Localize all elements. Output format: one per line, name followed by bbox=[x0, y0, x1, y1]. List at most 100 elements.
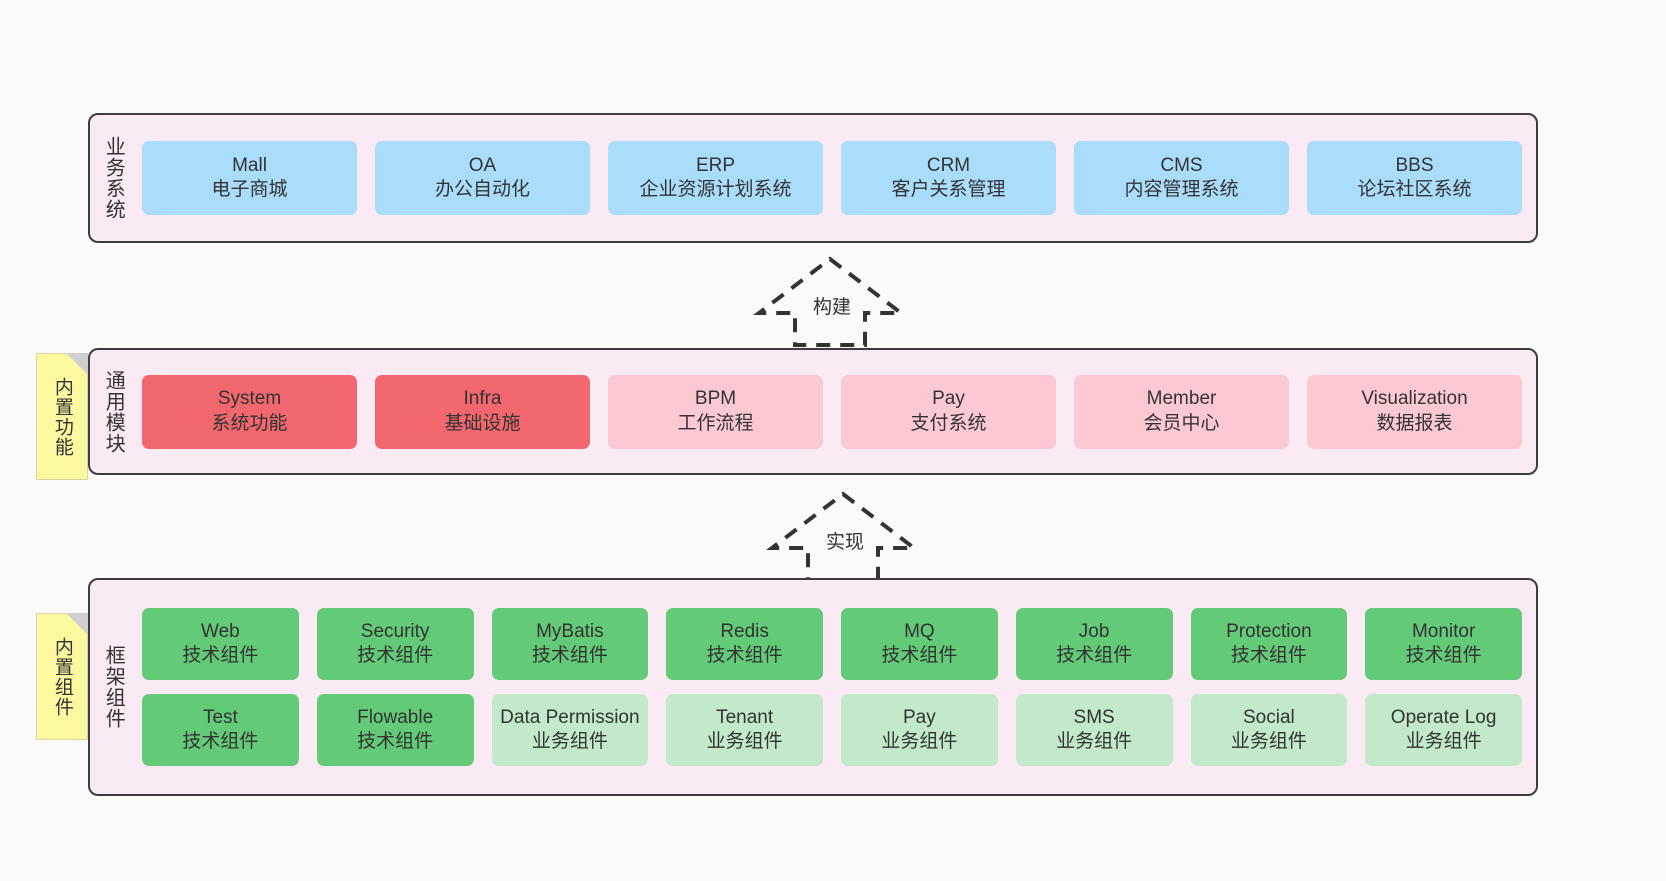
card-subtitle: 技术组件 bbox=[182, 645, 259, 666]
arrow-build-label: 构建 bbox=[813, 297, 852, 318]
card-subtitle: 业务组件 bbox=[531, 731, 608, 752]
card-title: Member bbox=[1146, 388, 1217, 410]
card-title: MQ bbox=[904, 620, 935, 642]
card-title: CRM bbox=[926, 154, 971, 176]
card-erp[interactable]: ERP 企业资源计划系统 bbox=[608, 141, 823, 215]
card-pay-business[interactable]: Pay 业务组件 bbox=[841, 694, 998, 766]
card-web[interactable]: Web 技术组件 bbox=[142, 608, 299, 680]
card-mall[interactable]: Mall 电子商城 bbox=[142, 141, 357, 215]
card-title: Flowable bbox=[357, 706, 434, 728]
card-title: Visualization bbox=[1361, 388, 1468, 410]
card-title: Web bbox=[201, 620, 240, 642]
card-subtitle: 电子商城 bbox=[211, 179, 288, 200]
arrow-implement-label: 实现 bbox=[826, 532, 865, 553]
card-flowable[interactable]: Flowable 技术组件 bbox=[316, 694, 474, 766]
card-subtitle: 客户关系管理 bbox=[891, 179, 1006, 200]
card-test[interactable]: Test 技术组件 bbox=[142, 694, 299, 766]
card-title: Redis bbox=[720, 620, 769, 642]
card-subtitle: 办公自动化 bbox=[434, 179, 530, 200]
card-subtitle: 数据报表 bbox=[1376, 412, 1453, 434]
card-operate-log[interactable]: Operate Log 业务组件 bbox=[1365, 694, 1522, 766]
card-tenant[interactable]: Tenant 业务组件 bbox=[666, 694, 823, 766]
card-title: Monitor bbox=[1411, 620, 1476, 642]
card-subtitle: 会员中心 bbox=[1143, 412, 1220, 434]
card-subtitle: 内容管理系统 bbox=[1124, 179, 1239, 200]
card-social[interactable]: Social 业务组件 bbox=[1190, 694, 1348, 766]
card-title: Job bbox=[1078, 620, 1110, 642]
card-row: Test 技术组件 Flowable 技术组件 Data Permission … bbox=[142, 694, 1522, 766]
note-builtin-functions: 内置功能 bbox=[36, 353, 88, 480]
card-title: SMS bbox=[1073, 706, 1115, 728]
card-bbs[interactable]: BBS 论坛社区系统 bbox=[1307, 141, 1522, 215]
card-member[interactable]: Member 会员中心 bbox=[1074, 374, 1289, 449]
card-mq[interactable]: MQ 技术组件 bbox=[841, 608, 998, 680]
card-title: Social bbox=[1243, 706, 1295, 728]
card-row: Web 技术组件 Security 技术组件 MyBatis 技术组件 Redi… bbox=[142, 608, 1522, 680]
card-subtitle: 技术组件 bbox=[1405, 645, 1482, 666]
card-subtitle: 技术组件 bbox=[182, 731, 259, 752]
card-subtitle: 技术组件 bbox=[706, 645, 783, 666]
card-system[interactable]: System 系统功能 bbox=[142, 374, 357, 449]
layer-title-common-modules: 通用模块 bbox=[102, 369, 125, 454]
layer-body-common-modules: System 系统功能 Infra 基础设施 BPM 工作流程 Pay 支付系统… bbox=[136, 350, 1536, 473]
card-title: MyBatis bbox=[536, 620, 604, 642]
arrow-build: 构建 bbox=[753, 255, 907, 347]
layer-business-systems: 业务系统 Mall 电子商城 OA 办公自动化 ERP 企业资源计划系统 CRM… bbox=[88, 113, 1538, 243]
arrow-implement: 实现 bbox=[766, 490, 920, 582]
card-title: Infra bbox=[463, 388, 502, 410]
card-title: ERP bbox=[695, 154, 736, 176]
card-subtitle: 企业资源计划系统 bbox=[639, 179, 792, 200]
card-infra[interactable]: Infra 基础设施 bbox=[375, 374, 590, 449]
card-oa[interactable]: OA 办公自动化 bbox=[375, 141, 590, 215]
card-monitor[interactable]: Monitor 技术组件 bbox=[1365, 608, 1522, 680]
card-title: Operate Log bbox=[1390, 706, 1497, 728]
card-title: Security bbox=[360, 620, 430, 642]
layer-body-business-systems: Mall 电子商城 OA 办公自动化 ERP 企业资源计划系统 CRM 客户关系… bbox=[136, 115, 1536, 241]
card-title: OA bbox=[468, 154, 497, 176]
layer-common-modules: 通用模块 System 系统功能 Infra 基础设施 BPM 工作流程 Pay… bbox=[88, 348, 1538, 475]
card-security[interactable]: Security 技术组件 bbox=[316, 608, 474, 680]
card-subtitle: 工作流程 bbox=[677, 412, 754, 434]
card-subtitle: 技术组件 bbox=[1230, 645, 1307, 666]
card-title: BPM bbox=[694, 388, 737, 410]
note-label: 内置组件 bbox=[51, 636, 73, 717]
note-builtin-components: 内置组件 bbox=[36, 613, 88, 740]
card-subtitle: 技术组件 bbox=[357, 645, 434, 666]
card-subtitle: 业务组件 bbox=[706, 731, 783, 752]
card-row: System 系统功能 Infra 基础设施 BPM 工作流程 Pay 支付系统… bbox=[142, 374, 1522, 449]
card-subtitle: 论坛社区系统 bbox=[1357, 179, 1472, 200]
card-cms[interactable]: CMS 内容管理系统 bbox=[1074, 141, 1289, 215]
card-title: System bbox=[217, 388, 282, 410]
card-subtitle: 基础设施 bbox=[444, 412, 521, 434]
card-visualization[interactable]: Visualization 数据报表 bbox=[1307, 374, 1522, 449]
card-pay[interactable]: Pay 支付系统 bbox=[841, 374, 1056, 449]
card-bpm[interactable]: BPM 工作流程 bbox=[608, 374, 823, 449]
card-title: Tenant bbox=[716, 706, 774, 728]
card-title: Test bbox=[202, 706, 238, 728]
card-title: Data Permission bbox=[500, 706, 640, 728]
card-subtitle: 技术组件 bbox=[357, 731, 434, 752]
card-subtitle: 系统功能 bbox=[211, 412, 288, 434]
card-row: Mall 电子商城 OA 办公自动化 ERP 企业资源计划系统 CRM 客户关系… bbox=[142, 141, 1522, 215]
card-protection[interactable]: Protection 技术组件 bbox=[1190, 608, 1348, 680]
card-subtitle: 业务组件 bbox=[1405, 731, 1482, 752]
card-mybatis[interactable]: MyBatis 技术组件 bbox=[491, 608, 649, 680]
note-label: 内置功能 bbox=[51, 376, 73, 457]
card-subtitle: 业务组件 bbox=[881, 731, 958, 752]
card-subtitle: 技术组件 bbox=[881, 645, 958, 666]
layer-body-framework-components: Web 技术组件 Security 技术组件 MyBatis 技术组件 Redi… bbox=[136, 580, 1536, 794]
layer-framework-components: 框架组件 Web 技术组件 Security 技术组件 MyBatis 技术组件… bbox=[88, 578, 1538, 796]
arrow-outline-icon bbox=[753, 256, 907, 347]
card-subtitle: 业务组件 bbox=[1056, 731, 1133, 752]
layer-title-business-systems: 业务系统 bbox=[102, 136, 125, 220]
card-job[interactable]: Job 技术组件 bbox=[1015, 608, 1173, 680]
card-sms[interactable]: SMS 业务组件 bbox=[1015, 694, 1173, 766]
card-title: Protection bbox=[1226, 620, 1312, 642]
card-data-permission[interactable]: Data Permission 业务组件 bbox=[491, 694, 649, 766]
card-title: Pay bbox=[932, 388, 965, 410]
card-crm[interactable]: CRM 客户关系管理 bbox=[841, 141, 1056, 215]
card-subtitle: 业务组件 bbox=[1230, 731, 1307, 752]
card-redis[interactable]: Redis 技术组件 bbox=[666, 608, 823, 680]
card-subtitle: 支付系统 bbox=[910, 412, 987, 434]
